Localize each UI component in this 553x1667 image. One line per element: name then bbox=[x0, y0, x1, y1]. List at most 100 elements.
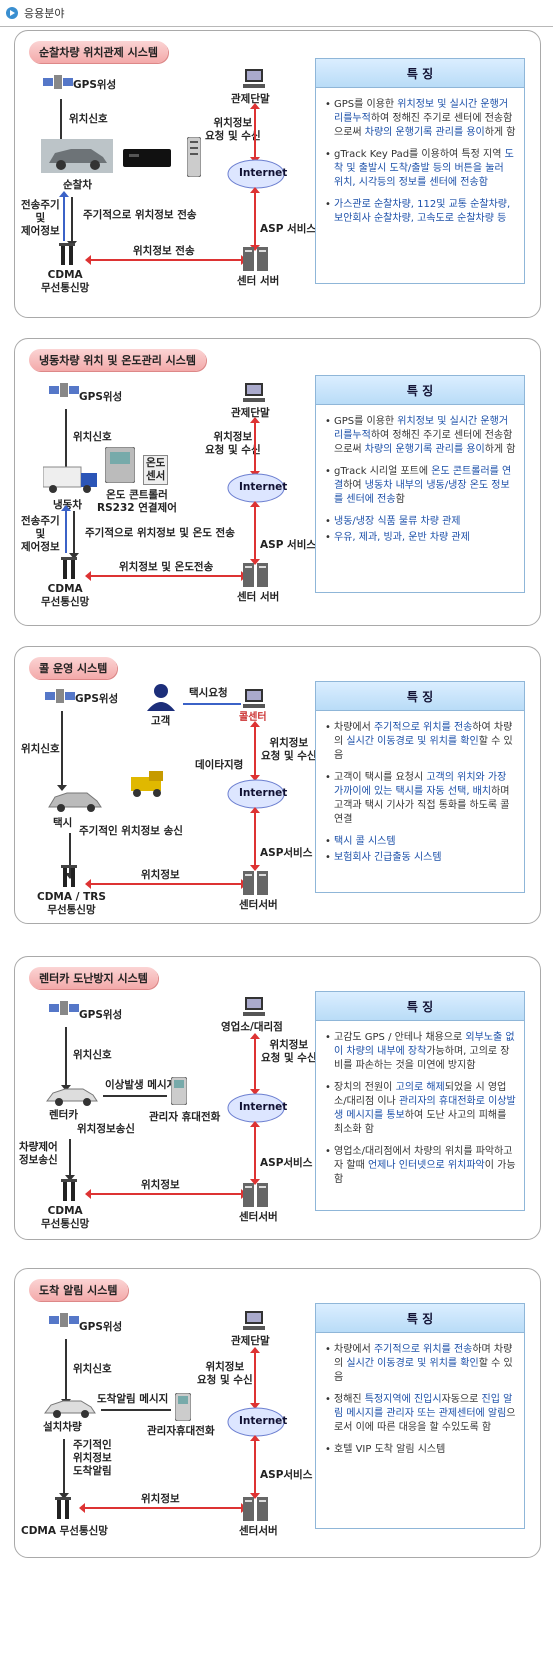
sending-label: 위치정보송신 bbox=[77, 1123, 135, 1135]
satellite-icon bbox=[43, 71, 73, 91]
req-arrow bbox=[250, 1033, 260, 1095]
asp-label: ASP 서비스 bbox=[260, 223, 317, 235]
req-arrow bbox=[250, 721, 260, 781]
link-label: 위치정보 bbox=[141, 869, 180, 881]
feature-item: gTrack 시리얼 포트에 온도 콘트롤러를 연결하여 냉동차 내부의 냉동/… bbox=[325, 465, 516, 507]
server-label: 센터서버 bbox=[239, 1211, 278, 1223]
down-arrow bbox=[69, 511, 79, 559]
asp-label: ASP서비스 bbox=[260, 1157, 313, 1169]
keypad-icon bbox=[187, 137, 201, 177]
customer-label: 고객 bbox=[151, 715, 171, 727]
features-title: 특 징 bbox=[316, 376, 524, 405]
feature-item: 보험회사 긴급출동 시스템 bbox=[325, 851, 516, 865]
down-arrow bbox=[65, 1139, 75, 1181]
taxi-icon bbox=[45, 787, 105, 813]
req-label: 위치정보 요청 및 수신 bbox=[205, 117, 261, 142]
server-icon bbox=[243, 871, 269, 895]
signal-label: 위치신호 bbox=[21, 743, 60, 755]
feature-item: 정해진 특정지역에 진입시자동으로 진입 알림 메시지를 관리자 또는 관제센터… bbox=[325, 1393, 516, 1435]
features-box: 특 징 차량에서 주기적으로 위치를 전송하여 차량의 실시간 이동경로 및 위… bbox=[315, 681, 525, 893]
features-list: GPS를 이용한 위치정보 및 실시간 운행거리를누적하여 정해진 주기로 센터… bbox=[316, 405, 524, 561]
req-label: 위치정보 요청 및 수신 bbox=[261, 1039, 317, 1064]
features-title: 특 징 bbox=[316, 682, 524, 711]
comm-label: CDMA 무선통신망 bbox=[21, 1525, 108, 1537]
feature-item: gTrack Key Pad를 이용하여 특정 지역 도착 및 출발시 도착/출… bbox=[325, 148, 516, 190]
terminal-label: 관제단말 bbox=[231, 93, 270, 105]
features-title: 특 징 bbox=[316, 59, 524, 88]
features-box: 특 징 차량에서 주기적으로 위치를 전송하며 차량의 실시간 이동경로 및 위… bbox=[315, 1303, 525, 1529]
signal-label: 위치신호 bbox=[69, 113, 108, 125]
section-header: 응용분야 bbox=[0, 0, 553, 27]
req-arrow bbox=[250, 103, 260, 163]
terminal-label: 영업소/대리점 bbox=[221, 1021, 283, 1033]
terminal-label: 관제단말 bbox=[231, 1335, 270, 1347]
feature-item: 고감도 GPS / 안테나 채용으로 외부노출 없이 차량의 내부에 장착가능하… bbox=[325, 1031, 516, 1073]
arrival-arrow bbox=[101, 1409, 171, 1411]
link-arrow bbox=[85, 879, 247, 889]
features-list: GPS를 이용한 위치정보 및 실시간 운행거리를누적하여 정해진 주기로 센터… bbox=[316, 88, 524, 242]
panel-call: 콜 운영 시스템 GPS위성 위치신호 고객 택시요청 데이타지령 택시 주기적… bbox=[14, 646, 541, 924]
vehicle-label: 설치차량 bbox=[43, 1421, 82, 1433]
internet-label: Internet bbox=[239, 481, 288, 493]
antenna-icon bbox=[59, 239, 75, 265]
taxi-request-label: 택시요청 bbox=[189, 687, 228, 699]
computer-icon bbox=[243, 69, 265, 89]
panel-title: 냉동차량 위치 및 온도관리 시스템 bbox=[29, 349, 206, 371]
req-arrow bbox=[250, 1347, 260, 1409]
signal-arrow bbox=[61, 1027, 71, 1091]
antenna-icon bbox=[61, 553, 77, 579]
signal-arrow bbox=[61, 1339, 71, 1405]
terminal-label: 관제단말 bbox=[231, 407, 270, 419]
panel-arrival: 도착 알림 시스템 GPS위성 위치신호 도착알림 메시지 관리자휴대전화 설치… bbox=[14, 1268, 541, 1558]
comm-label: CDMA 무선통신망 bbox=[41, 269, 90, 294]
asp-arrow bbox=[250, 807, 260, 871]
feature-item: 고객이 택시를 요청시 고객의 위치와 가장 가까이에 있는 택시를 자동 선택… bbox=[325, 771, 516, 827]
req-label: 위치정보 요청 및 수신 bbox=[261, 737, 317, 762]
gps-label: GPS위성 bbox=[73, 79, 117, 91]
signal-arrow bbox=[61, 409, 71, 473]
manager-phone-label: 관리자 휴대전화 bbox=[149, 1111, 221, 1123]
feature-item: 우유, 제과, 빙과, 운반 차량 관제 bbox=[325, 531, 516, 545]
link-label: 위치정보 전송 bbox=[133, 245, 195, 257]
features-box: 특 징 GPS를 이용한 위치정보 및 실시간 운행거리를누적하여 정해진 주기… bbox=[315, 58, 525, 284]
periodic-label: 주기적으로 위치정보 및 온도 전송 bbox=[85, 527, 235, 539]
left-info-label: 전송주기 및 제어정보 bbox=[21, 515, 60, 553]
server-icon bbox=[243, 247, 269, 271]
asp-arrow bbox=[250, 1435, 260, 1499]
signal-label: 위치신호 bbox=[73, 1363, 112, 1375]
left-info-label: 차량제어 정보송신 bbox=[19, 1141, 58, 1166]
controller-device-icon bbox=[105, 447, 135, 483]
features-list: 차량에서 주기적으로 위치를 전송하여 차량의 실시간 이동경로 및 위치를 확… bbox=[316, 711, 524, 881]
up-arrow bbox=[59, 191, 69, 241]
comm-label: CDMA 무선통신망 bbox=[41, 1205, 90, 1230]
feature-item: GPS를 이용한 위치정보 및 실시간 운행거리를누적하여 정해진 주기로 센터… bbox=[325, 415, 516, 457]
asp-label: ASP 서비스 bbox=[260, 539, 317, 551]
satellite-icon bbox=[49, 379, 79, 399]
feature-item: 택시 콜 시스템 bbox=[325, 835, 516, 849]
gps-label: GPS위성 bbox=[79, 1009, 123, 1021]
link-label: 위치정보 bbox=[141, 1179, 180, 1191]
gps-label: GPS위성 bbox=[79, 391, 123, 403]
antenna-icon bbox=[61, 861, 77, 887]
tow-truck-icon bbox=[127, 767, 173, 797]
link-arrow bbox=[85, 571, 247, 581]
panel-rental: 렌터카 도난방지 시스템 GPS위성 위치신호 이상발생 메시지 관리자 휴대전… bbox=[14, 956, 541, 1240]
panel-title: 렌터카 도난방지 시스템 bbox=[29, 967, 158, 989]
satellite-icon bbox=[49, 997, 79, 1017]
req-arrow bbox=[250, 417, 260, 477]
feature-item: GPS를 이용한 위치정보 및 실시간 운행거리를누적하여 정해진 주기로 센터… bbox=[325, 98, 516, 140]
asp-arrow bbox=[250, 1121, 260, 1185]
left-info-label: 전송주기 및 제어정보 bbox=[21, 199, 60, 237]
req-label: 위치정보 요청 및 수신 bbox=[197, 1361, 253, 1386]
tracker-device-icon bbox=[123, 149, 171, 167]
periodic-label: 주기적인 위치정보 송신 bbox=[79, 825, 183, 837]
vehicle-label: 순찰차 bbox=[63, 179, 92, 191]
server-icon bbox=[243, 1497, 269, 1521]
server-label: 센터서버 bbox=[239, 899, 278, 911]
server-icon bbox=[243, 563, 269, 587]
feature-item: 영업소/대리점에서 차량의 위치를 파악하고자 할때 언제나 인터넷으로 위치파… bbox=[325, 1145, 516, 1187]
car-icon bbox=[41, 139, 113, 173]
sensor-label: 온도 센서 bbox=[143, 455, 169, 485]
server-label: 센터 서버 bbox=[237, 591, 280, 603]
features-title: 특 징 bbox=[316, 992, 524, 1021]
